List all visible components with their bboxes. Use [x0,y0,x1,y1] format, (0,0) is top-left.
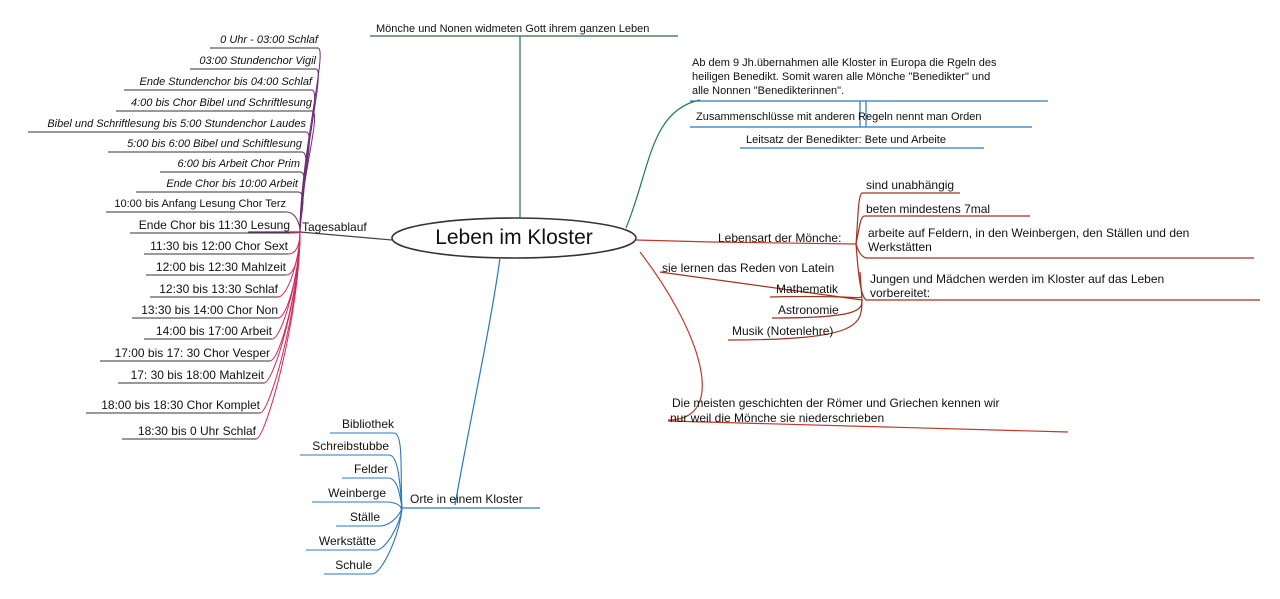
lebensart-item-unabhaengig: sind unabhängig [866,178,955,192]
tagesablauf-item: 0 Uhr - 03:00 Schlaf [220,34,318,46]
orte-branch-lines [400,257,540,509]
subject-astronomie: Astronomie [778,303,839,317]
leitsatz-text: Leitsatz der Benedikter: Bete und Arbeit… [746,134,946,146]
benedikt-text-line3: alle Nonnen "Benedikterinnen". [692,85,845,97]
tagesablauf-item: Bibel und Schriftlesung bis 5:00 Stunden… [47,118,306,130]
roemer-branch-lines [639,251,1069,433]
tagesablauf-label: Tagesablauf [302,220,367,234]
tagesablauf-item: 6:00 bis Arbeit Chor Prim [177,158,300,170]
top-branch-lines [370,35,678,218]
center-node: Leben im Kloster [435,226,593,249]
tagesablauf-item: 03:00 Stundenchor Vigil [199,55,316,67]
tagesablauf-item: 13:30 bis 14:00 Chor Non [141,303,278,317]
lebensart-item-jungen-line1: Jungen und Mädchen werden im Kloster auf… [870,272,1165,286]
lebensart-branch-lines [635,192,1260,341]
orte-connector [387,477,403,509]
orte-connector [388,454,403,509]
orte-item: Ställe [349,510,380,524]
tagesablauf-connector [297,191,304,233]
tagesablauf-connector [285,211,301,233]
tagesablauf-branch-lines [248,231,393,241]
orte-item: Werkstätte [318,534,376,548]
orte-item: Schule [335,558,372,572]
tagesablauf-item: 11:30 bis 12:00 Chor Sext [150,239,288,253]
tagesablauf-item: Ende Chor bis 11:30 Lesung [138,218,290,232]
tagesablauf-item: Ende Stundenchor bis 04:00 Schlaf [139,76,312,88]
subject-mathematik: Mathematik [776,282,839,296]
orte-label: Orte in einem Kloster [410,492,523,506]
tagesablauf-item: 12:00 bis 12:30 Mahlzeit [155,260,286,274]
orte-connector [379,507,403,527]
benedikt-text-line2: heiligen Benedikt. Somit waren alle Mönc… [692,71,991,83]
benedikt-branch-lines [625,99,1048,229]
orden-text: Zusammenschlüsse mit anderen Regeln nenn… [696,111,982,123]
subject-latein: sie lernen das Reden von Latein [662,261,835,275]
orte-item: Weinberge [328,486,386,500]
tagesablauf-item: 17: 30 bis 18:00 Mahlzeit [130,368,264,382]
tagesablauf-item: 5:00 bis 6:00 Bibel und Schiftlesung [127,138,302,150]
roemer-text-line2: nur weil die Mönche sie niederschrieben [670,411,885,425]
lebensart-item-jungen-line2: vorbereitet: [870,286,931,300]
benedikt-text-line1: Ab dem 9 Jh.übernahmen alle Kloster in E… [692,57,997,69]
tagesablauf-item: 10:00 bis Anfang Lesung Chor Terz [114,198,286,210]
orte-connector [385,501,403,509]
lebensart-item-arbeite-line1: arbeite auf Feldern, in den Weinbergen, … [868,226,1190,240]
tagesablauf-connector [255,231,301,440]
lebensart-item-arbeite-line2: Werkstätten [868,240,932,254]
lebensart-label: Lebensart der Mönche: [718,231,842,245]
tagesablauf-item: Ende Chor bis 10:00 Arbeit [166,178,298,190]
tagesablauf-item: 18:00 bis 18:30 Chor Komplet [101,398,260,412]
subject-musik: Musik (Notenlehre) [732,324,834,338]
tagesablauf-spokes [28,47,321,440]
roemer-text-line1: Die meisten geschichten der Römer und Gr… [672,396,1000,410]
orte-item: Felder [353,462,388,476]
tagesablauf-item: 14:00 bis 17:00 Arbeit [155,324,272,338]
tagesablauf-item: 17:00 bis 17: 30 Chor Vesper [114,346,270,360]
orte-item: Bibliothek [341,417,394,431]
orte-item: Schreibstubbe [312,439,389,453]
center-node-shape [391,217,637,259]
top-branch-label: Mönche und Nonen widmeten Gott ihrem gan… [376,23,650,35]
lebensart-item-beten: beten mindestens 7mal [866,202,991,216]
tagesablauf-item: 4:00 bis Chor Bibel und Schriftlesung [131,97,312,109]
tagesablauf-item: 12:30 bis 13:30 Schlaf [159,282,278,296]
tagesablauf-item: 18:30 bis 0 Uhr Schlaf [137,424,256,438]
orte-spokes [300,432,403,575]
orte-connector [371,507,403,575]
